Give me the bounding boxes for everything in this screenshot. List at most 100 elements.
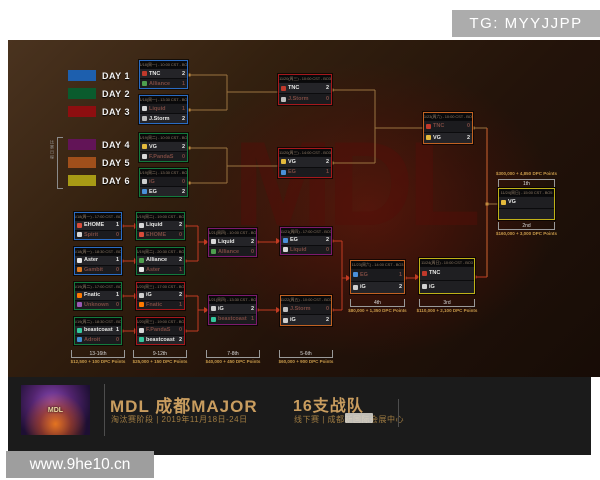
team-logo-icon — [283, 306, 288, 312]
match-schedule: 11/19(周二) - 17:00 CST - BO1 — [75, 283, 121, 290]
team-logo-icon — [77, 222, 82, 228]
legend-swatch-day5 — [68, 157, 96, 168]
match-schedule: 11/21(周四) - 17:00 CST - BO3 — [281, 228, 331, 235]
team-logo-icon — [142, 154, 147, 159]
team-score: 1 — [178, 301, 182, 308]
team-logo-icon — [142, 106, 147, 111]
team-name: Liquid — [218, 238, 235, 245]
team-name: Unknown — [84, 301, 109, 308]
mdl-logo-text: MDL — [47, 406, 64, 414]
team-logo-icon — [283, 247, 288, 253]
team-score: 0 — [115, 266, 119, 273]
team-score: 0 — [178, 231, 182, 238]
team-score: 2 — [398, 284, 402, 291]
team-logo-icon — [139, 337, 144, 343]
footer-banner: MDL MDL 成都MAJOR 淘汰赛阶段 | 2019年11月18日-24日 … — [8, 377, 591, 455]
team-logo-icon — [426, 123, 431, 129]
team-logo-icon — [77, 327, 82, 333]
team-score: 2 — [178, 222, 182, 229]
match-schedule: 11/19(周二) - 19:00 CST - BO3 — [137, 213, 184, 220]
match-schedule: 11/23(周六) - 14:00 CST - BO3 — [351, 261, 404, 268]
team-logo-icon — [139, 292, 144, 298]
match-schedule: 11/20(周三) - 19:00 CST - BO3 — [137, 318, 184, 325]
team-name: F.PandaS — [149, 153, 174, 160]
team-logo-icon — [77, 232, 82, 238]
team-logo-icon — [211, 306, 216, 312]
team-logo-icon — [142, 189, 147, 194]
team-score: 2 — [325, 158, 329, 165]
legend-swatch-day4 — [68, 139, 96, 150]
match-schedule: 11/18(周一) - 17:00 CST - BO1 — [75, 213, 121, 220]
team-name: iG — [429, 283, 435, 290]
site-watermark: www.9he10.cn — [6, 451, 154, 478]
match-schedule: 11/21(周四) - 13:30 CST - BO3 — [209, 296, 256, 303]
team-score: 2 — [250, 305, 254, 312]
team-logo-icon — [211, 239, 216, 244]
team-name: J.Storm — [290, 306, 311, 312]
match-schedule: 11/19(周二) - 18:30 CST - BO1 — [75, 318, 121, 325]
team-name: EHOME — [146, 231, 167, 238]
team-logo-icon — [139, 267, 144, 273]
match-schedule: 11/20(周三) - 14:00 CST - BO3 — [279, 149, 331, 156]
team-name: EG — [290, 237, 298, 244]
team-row: iG — [420, 279, 474, 293]
team-logo-icon — [142, 116, 147, 121]
team-row: iG 2 — [209, 303, 256, 314]
match-schedule: 11/23(周六) - 10:00 CST - BO3 — [424, 113, 472, 120]
team-name: Fnatic — [84, 292, 101, 299]
team-score: 2 — [325, 85, 329, 91]
team-logo-icon — [139, 222, 144, 228]
team-name: iG — [218, 305, 224, 312]
banner-divider-2 — [398, 399, 399, 427]
placement-prize-p13: $12,500 + 100 DPC Points — [70, 359, 126, 364]
team-score: 2 — [325, 237, 329, 244]
team-score: 1 — [325, 169, 329, 176]
team-logo-icon — [142, 144, 147, 149]
team-name: TNC — [149, 70, 161, 77]
team-score: 0 — [325, 306, 329, 312]
team-name: EHOME — [84, 222, 105, 229]
team-logo-icon — [422, 270, 427, 276]
placement-prize-p4: $80,000 + 1,350 DPC Points — [348, 308, 407, 313]
team-score: 0 — [178, 327, 182, 334]
team-name: TNC — [288, 85, 300, 91]
legend-label-day6: DAY 6 — [102, 176, 131, 186]
team-row: J.Storm 0 — [281, 303, 331, 314]
team-score: 0 — [325, 246, 329, 253]
legend-swatch-day3 — [68, 106, 96, 117]
team-name: Aster — [146, 266, 161, 273]
team-name: VG — [433, 134, 441, 141]
tg-contact-badge: TG: MYYJJPP — [452, 10, 600, 37]
team-logo-icon — [142, 179, 147, 184]
team-row: TNC — [420, 266, 474, 280]
banner-erased-area — [345, 413, 373, 423]
match-schedule: 11/22(周五) - 10:00 CST - BO3 — [281, 296, 331, 303]
team-name: Alliance — [149, 80, 171, 87]
team-logo-icon — [501, 199, 506, 205]
team-logo-icon — [211, 249, 216, 254]
legend-swatch-day1 — [68, 70, 96, 81]
team-name: Spirit — [84, 231, 99, 238]
legend-label-day4: DAY 4 — [102, 140, 131, 150]
match-schedule: 11/19(周二) - 20:30 CST - BO3 — [137, 248, 184, 255]
team-name: iG — [146, 292, 152, 299]
team-score: 1 — [115, 222, 119, 229]
